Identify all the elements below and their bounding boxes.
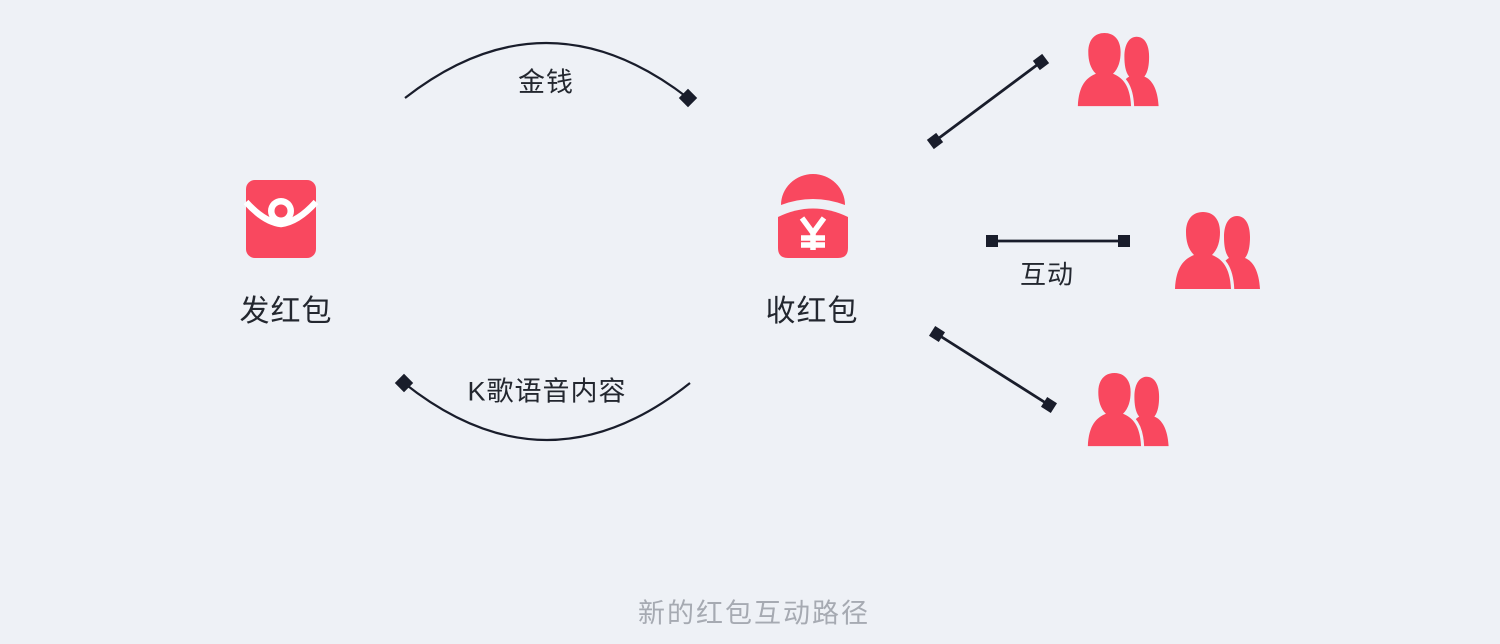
sender-node-label: 发红包 [239, 295, 333, 328]
user-group-icon [1088, 373, 1169, 446]
connector-end-icon [1032, 53, 1050, 71]
ksong-voice-flow-arc [394, 373, 691, 441]
audience-connector-bottom [928, 325, 1058, 414]
user-group-icon [1175, 212, 1260, 289]
connector-end-icon [926, 132, 944, 150]
connector-end-icon [928, 325, 946, 343]
money-flow-label: 金钱 [518, 67, 574, 98]
connector-end-icon [1040, 396, 1058, 414]
connector-end-icon [1118, 235, 1130, 247]
audience-connector-middle [986, 235, 1130, 247]
ksong-voice-flow-label: K歌语音内容 [467, 376, 627, 407]
red-envelope-closed-icon [243, 180, 319, 258]
audience-connector-top [926, 53, 1050, 150]
yuan-symbol-icon [799, 216, 827, 250]
red-envelope-yuan-icon [778, 174, 848, 258]
money-flow-arc [404, 42, 698, 108]
arrow-diamond-icon [678, 88, 698, 108]
interaction-flow-label: 互动 [1019, 259, 1075, 290]
user-group-icon [1078, 33, 1159, 106]
diagram-caption: 新的红包互动路径 [638, 598, 870, 629]
connector-end-icon [986, 235, 998, 247]
arrow-diamond-icon [394, 373, 414, 393]
receiver-node-label: 收红包 [765, 295, 859, 328]
